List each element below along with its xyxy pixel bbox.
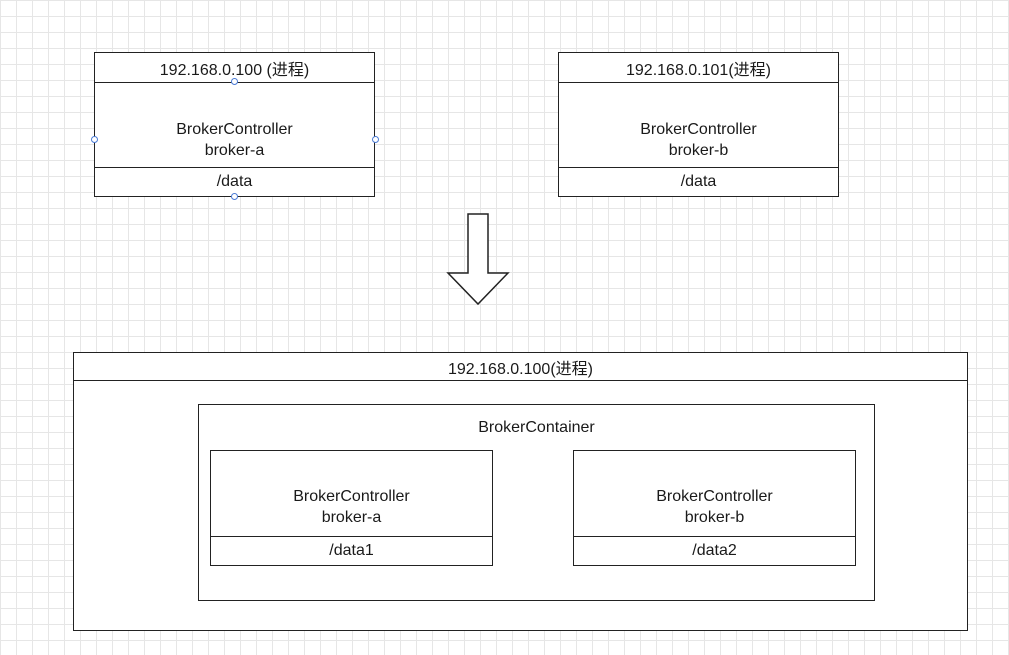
data-dir-label: /data [559, 167, 838, 196]
data-dir-label: /data [95, 167, 374, 196]
controller-name: BrokerController [293, 488, 410, 505]
process-box-combined[interactable]: 192.168.0.100(进程) BrokerContainer Broker… [73, 352, 968, 631]
broker-container-label: BrokerContainer [478, 419, 595, 436]
controller-name: BrokerController [656, 488, 773, 505]
process-host-label: 192.168.0.101(进程) [559, 53, 838, 83]
process-host-label: 192.168.0.100(进程) [74, 353, 967, 381]
selection-handle-top[interactable] [231, 78, 238, 85]
broker-name: broker-b [684, 509, 745, 526]
controller-label: BrokerController broker-b [559, 119, 838, 161]
process-box-broker-a[interactable]: 192.168.0.100 (进程) BrokerController brok… [94, 52, 375, 197]
controller-box-broker-a[interactable]: BrokerController broker-a /data1 [210, 450, 493, 566]
controller-name: BrokerController [176, 121, 293, 138]
selection-handle-left[interactable] [91, 136, 98, 143]
data-dir-label: /data2 [574, 536, 855, 565]
broker-container-box[interactable]: BrokerContainer BrokerController broker-… [198, 404, 875, 601]
data-dir-label: /data1 [211, 536, 492, 565]
broker-name: broker-a [321, 509, 382, 526]
down-arrow-icon[interactable] [446, 213, 510, 307]
controller-name: BrokerController [640, 121, 757, 138]
controller-label: BrokerController broker-b [574, 486, 855, 528]
selection-handle-right[interactable] [372, 136, 379, 143]
controller-box-broker-b[interactable]: BrokerController broker-b /data2 [573, 450, 856, 566]
controller-label: BrokerController broker-a [95, 119, 374, 161]
broker-name: broker-a [204, 142, 265, 159]
broker-name: broker-b [668, 142, 729, 159]
selection-handle-bottom[interactable] [231, 193, 238, 200]
controller-label: BrokerController broker-a [211, 486, 492, 528]
process-box-broker-b[interactable]: 192.168.0.101(进程) BrokerController broke… [558, 52, 839, 197]
